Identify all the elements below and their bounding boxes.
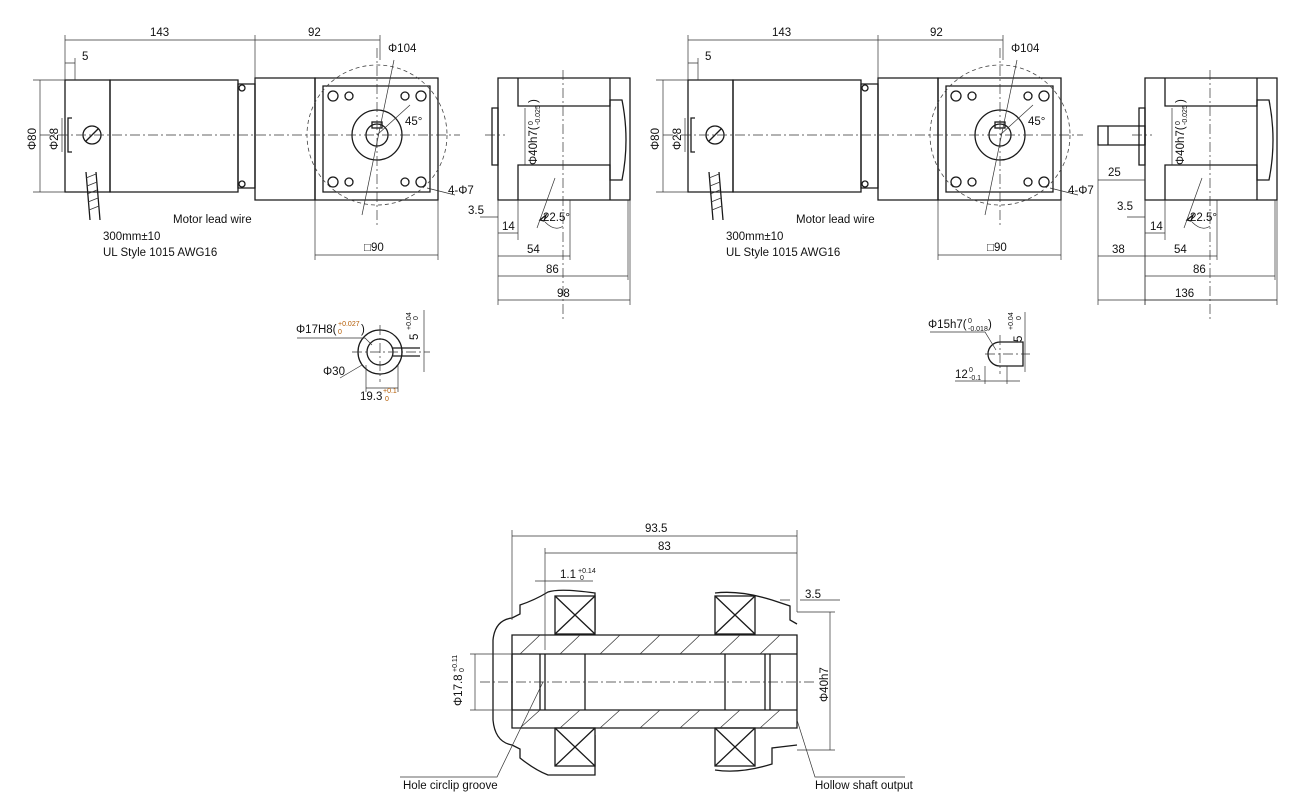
dim-54: 54 (1174, 244, 1187, 256)
dim-1-1: 1.1 (560, 569, 576, 581)
shaft-tol-upper: 0 (968, 318, 972, 325)
dim-1-1-tol-lower: 0 (580, 575, 584, 582)
left-side-view (479, 69, 631, 321)
phi40-tol-upper: 0 (528, 121, 535, 125)
angle-45: 45° (1028, 116, 1045, 128)
right-motor-view: 143 92 5 Φ104 Φ80 Φ28 45° 4-Φ7 □90 25 3.… (650, 27, 1278, 321)
dim-phi40h7: Φ40h7( 0 -0.025 ) (1175, 99, 1189, 165)
dim-136: 136 (1175, 288, 1194, 300)
dim-3-5: 3.5 (805, 589, 821, 601)
angle-45: 45° (405, 116, 422, 128)
holes-4-phi7: 4-Φ7 (448, 185, 474, 197)
dim-92: 92 (930, 27, 943, 39)
dim-143: 143 (150, 27, 169, 39)
dim-phi80: Φ80 (650, 128, 662, 150)
angle-22-5: 22.5° (1190, 212, 1217, 224)
wire-length: 300mm±10 (103, 231, 160, 243)
dim-92: 92 (308, 27, 321, 39)
dim-phi17-8: Φ17.8 +0.11 0 (452, 655, 466, 706)
wire-spec: UL Style 1015 AWG16 (103, 247, 217, 259)
dim-phi104: Φ104 (1011, 43, 1040, 55)
key-tol-upper: +0.04 (406, 312, 413, 330)
dim-143: 143 (772, 27, 791, 39)
phi17-8-tol-upper: +0.11 (452, 655, 459, 672)
width-tol-lower: 0 (385, 396, 389, 403)
key-tol-lower: 0 (413, 316, 420, 320)
shaft-close: ) (988, 319, 992, 331)
dim-5: 5 (705, 51, 711, 63)
shaft-tol-lower: -0.018 (968, 326, 988, 333)
left-motor-outline (32, 34, 461, 261)
dim-phi28: Φ28 (672, 128, 684, 150)
bore-label: Φ17H8( (296, 324, 337, 336)
lead-wire-label: Motor lead wire (796, 214, 875, 226)
dim-86: 86 (1193, 264, 1206, 276)
dim-54: 54 (527, 244, 540, 256)
dim-phi40h7: Φ40h7 (819, 667, 831, 702)
dim-phi28: Φ28 (49, 128, 61, 150)
dim-38: 38 (1112, 244, 1125, 256)
dim-83: 83 (658, 541, 671, 553)
phi40-label: Φ40h7( (1175, 126, 1187, 165)
key-label: 5 (1013, 336, 1025, 342)
phi40-tol-upper: 0 (1175, 121, 1182, 125)
dim-14: 14 (1150, 221, 1163, 233)
wire-length: 300mm±10 (726, 231, 783, 243)
right-shaft-detail: Φ15h7( 0 -0.018 ) 12 0 -0.1 5 +0.04 0 (928, 312, 1030, 384)
hollow-shaft-section: 93.5 83 1.1 +0.14 0 3.5 Φ17.8 +0.11 0 Φ4… (400, 523, 914, 792)
dim-phi40h7: Φ40h7( 0 -0.025 ) (528, 99, 542, 165)
shaft-label: Φ15h7( (928, 319, 967, 331)
dim-14: 14 (502, 221, 515, 233)
phi17-8-tol-lower: 0 (459, 668, 466, 672)
dim-phi104: Φ104 (388, 43, 417, 55)
right-side-view (1126, 69, 1278, 321)
dim-93-5: 93.5 (645, 523, 667, 535)
angle-22-5: 22.5° (543, 212, 570, 224)
left-motor-view: 143 92 5 Φ104 Φ80 Φ28 45° 4-Φ7 □90 3.5 1… (27, 27, 631, 321)
key-tol-upper: +0.04 (1008, 312, 1015, 330)
phi17-8-label: Φ17.8 (453, 674, 465, 706)
width-label: 19.3 (360, 391, 382, 403)
left-keyway-detail: Φ17H8( +0.027 0 ) Φ30 19.3 +0.1 0 5 +0.0… (296, 310, 430, 403)
bore-close: ) (361, 324, 365, 336)
dim-phi80: Φ80 (27, 128, 39, 150)
phi40-close: ) (1175, 99, 1187, 103)
dim-98: 98 (557, 288, 570, 300)
flat-tol-lower: -0.1 (969, 375, 981, 382)
bore-tol-upper: +0.027 (338, 321, 360, 328)
bore-tol-lower: 0 (338, 329, 342, 336)
dim-25: 25 (1108, 167, 1121, 179)
dim-5: 5 (82, 51, 88, 63)
holes-4-phi7: 4-Φ7 (1068, 185, 1094, 197)
dim-3-5: 3.5 (468, 205, 484, 217)
phi30-label: Φ30 (323, 366, 345, 378)
label-hollow-shaft-output: Hollow shaft output (815, 780, 914, 792)
phi40-tol-lower: -0.025 (1182, 105, 1189, 125)
key-label: 5 (409, 334, 421, 340)
dim-square-90: □90 (987, 242, 1007, 254)
dim-1-1-tol-upper: +0.14 (578, 568, 596, 575)
lead-wire-label: Motor lead wire (173, 214, 252, 226)
phi40-close: ) (528, 99, 540, 103)
flat-tol-upper: 0 (969, 367, 973, 374)
output-shaft (1097, 125, 1146, 146)
flat-label: 12 (955, 369, 968, 381)
width-tol-upper: +0.1 (383, 388, 397, 395)
label-circlip-groove: Hole circlip groove (403, 780, 498, 792)
wire-spec: UL Style 1015 AWG16 (726, 247, 840, 259)
phi40-tol-lower: -0.025 (535, 105, 542, 125)
dim-3-5: 3.5 (1117, 201, 1133, 213)
dim-square-90: □90 (364, 242, 384, 254)
key-tol-lower: 0 (1016, 316, 1023, 320)
dim-86: 86 (546, 264, 559, 276)
right-motor-outline (655, 34, 1084, 261)
phi40-label: Φ40h7( (528, 126, 540, 165)
